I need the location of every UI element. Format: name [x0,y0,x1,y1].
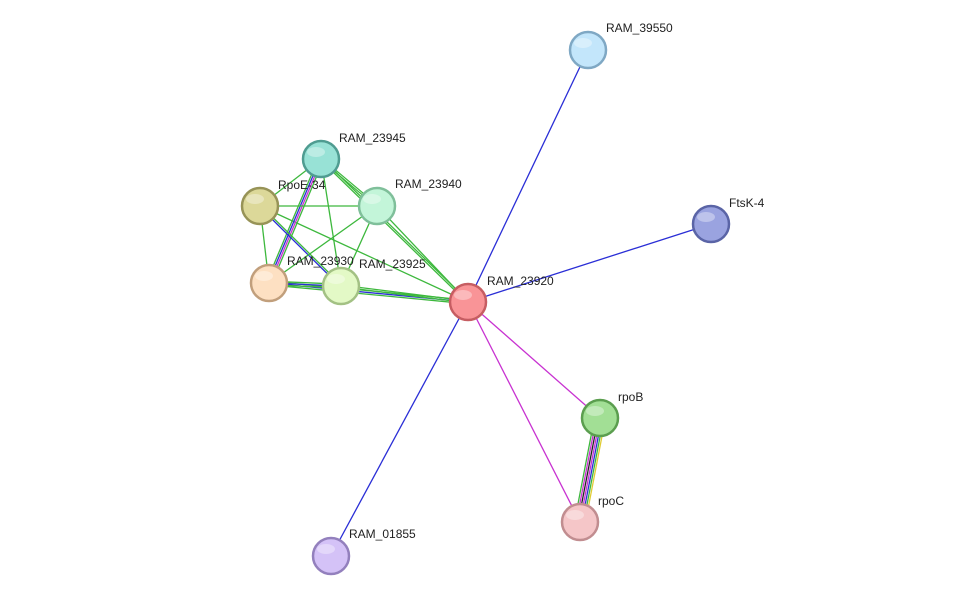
edge-ram-23920-ram-23925[interactable] [340,284,469,304]
node-highlight [246,194,264,204]
node-highlight [566,510,584,520]
node-ram-23940[interactable]: RAM_23940 [357,177,462,226]
node-circle[interactable] [311,536,351,576]
edge-ram-23920-ram-01855[interactable] [330,301,469,557]
node-highlight [327,274,345,284]
edge-line [268,284,468,305]
node-label: FtsK-4 [729,196,765,210]
edge-line [467,223,712,303]
node-circle[interactable] [240,186,280,226]
node-circle[interactable] [691,204,731,244]
node-label: RAM_39550 [606,21,673,35]
node-rpoc[interactable]: rpoC [560,494,624,542]
node-label: RAM_23925 [359,257,426,271]
edge-line [265,157,320,283]
node-rpoe-34[interactable]: RpoE-34 [240,178,326,226]
edge-line [467,301,601,419]
edge-ram-23920-rpoe-34[interactable] [259,205,469,303]
node-ram-23920[interactable]: RAM_23920 [448,274,554,322]
edge-line [330,301,469,557]
node-ram-23925[interactable]: RAM_23925 [321,257,426,306]
node-label: rpoC [598,494,624,508]
node-circle[interactable] [357,186,397,226]
node-highlight [574,38,592,48]
node-circle[interactable] [580,398,620,438]
node-label: RAM_23930 [287,254,354,268]
node-highlight [307,147,325,157]
node-label: RAM_23945 [339,131,406,145]
edge-line [340,286,468,304]
node-label: RAM_23940 [395,177,462,191]
node-circle[interactable] [301,139,341,179]
node-highlight [454,290,472,300]
edge-ram-23945-ram-23930[interactable] [265,157,325,285]
node-circle[interactable] [321,266,361,306]
edge-line [270,159,325,285]
node-ram-39550[interactable]: RAM_39550 [568,21,673,70]
edge-line [467,49,589,303]
edge-ram-23945-ram-23925[interactable] [320,158,342,287]
node-label: RAM_01855 [349,527,416,541]
edge-line [269,159,323,284]
node-rpob[interactable]: rpoB [580,390,643,438]
node-circle[interactable] [249,263,289,303]
edge-ram-23920-rpoc[interactable] [467,301,581,523]
node-circle[interactable] [448,282,488,322]
node-ram-23930[interactable]: RAM_23930 [249,254,354,303]
node-label: RAM_23920 [487,274,554,288]
edge-ram-23920-rpob[interactable] [467,301,601,419]
edge-ram-23940-ram-23930[interactable] [268,205,378,284]
edge-ram-23920-ram-39550[interactable] [467,49,589,303]
node-label: RpoE-34 [278,178,326,192]
node-ram-01855[interactable]: RAM_01855 [311,527,416,576]
edge-line [259,205,469,303]
node-highlight [363,194,381,204]
edge-ram-23920-ftsk-4[interactable] [467,223,712,303]
node-label: rpoB [618,390,643,404]
edge-line [341,284,469,302]
edge-line [320,158,342,287]
node-circle[interactable] [560,502,600,542]
edge-ram-23920-ram-23940[interactable] [376,205,469,303]
node-highlight [255,271,273,281]
edge-line [376,205,469,303]
node-highlight [586,406,604,416]
edge-line [267,158,321,283]
node-ram-23945[interactable]: RAM_23945 [301,131,406,179]
edge-line [319,159,468,304]
edge-line [467,301,581,523]
edge-line [268,205,378,284]
node-highlight [697,212,715,222]
node-circle[interactable] [568,30,608,70]
node-ftsk-4[interactable]: FtsK-4 [691,196,765,244]
node-highlight [317,544,335,554]
